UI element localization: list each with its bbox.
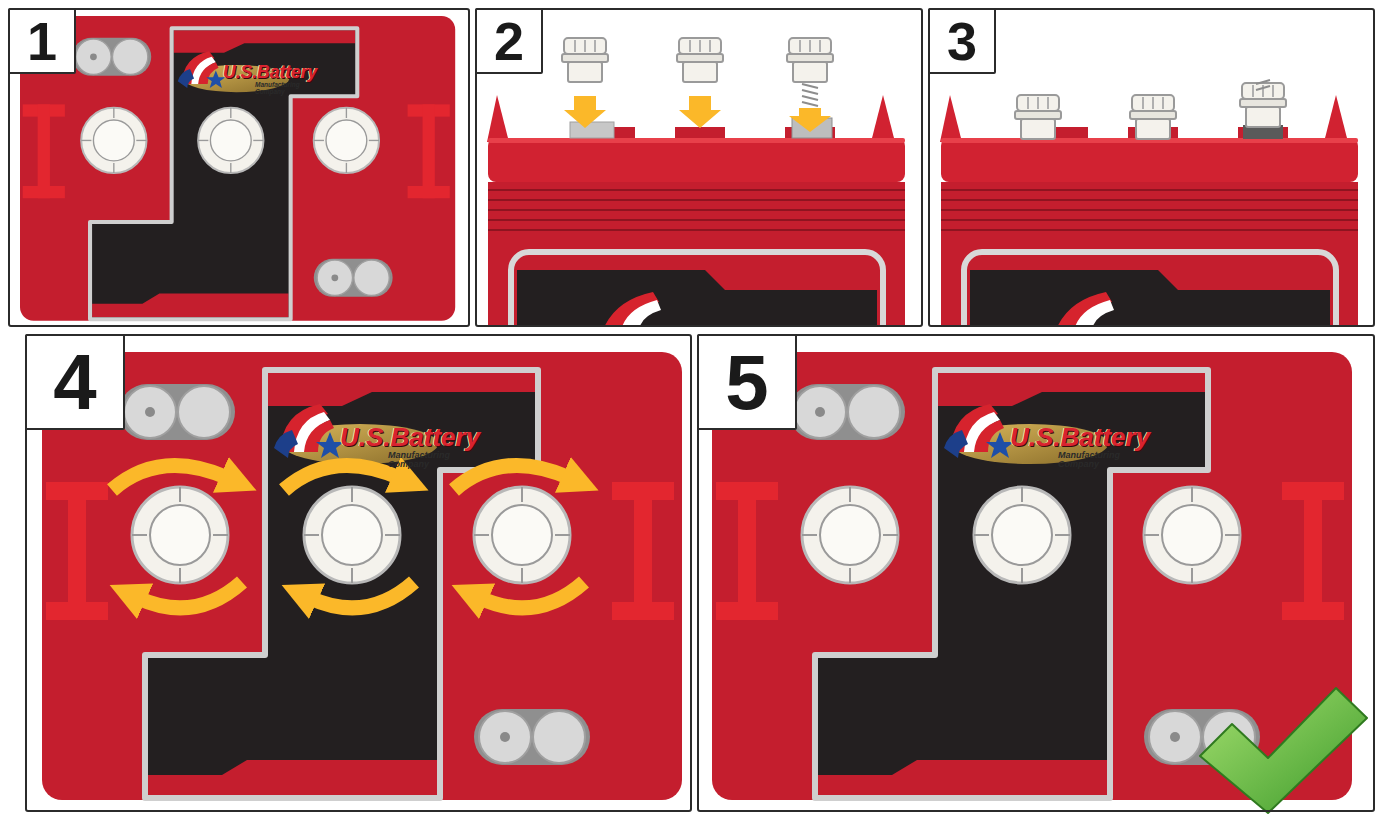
step-panel: 5 — [697, 334, 1375, 812]
brand-name: U.S.Battery — [223, 64, 317, 82]
step-number: 4 — [53, 343, 96, 421]
brand-subtitle: Manufacturing Company — [388, 451, 464, 470]
step-badge: 5 — [697, 334, 797, 430]
step-number: 5 — [725, 343, 768, 421]
step-badge: 1 — [8, 8, 76, 74]
side-view-open — [487, 38, 905, 325]
brand-name: U.S.Battery — [340, 424, 480, 450]
step-number: 1 — [27, 14, 57, 68]
step-panel: 4 — [25, 334, 692, 812]
brand-name: U.S.Battery — [1010, 424, 1150, 450]
brand-subtitle: Manufacturing Company — [1058, 451, 1134, 470]
step-badge: 3 — [928, 8, 996, 74]
step-number: 2 — [494, 14, 524, 68]
side-view-closed — [940, 80, 1358, 325]
step-number: 3 — [947, 14, 977, 68]
step-panel: 3 — [928, 8, 1375, 327]
twist-arrows — [112, 466, 584, 608]
brand-subtitle: Manufacturing Company — [255, 82, 307, 96]
check-mark — [1200, 688, 1367, 813]
step-badge: 4 — [25, 334, 125, 430]
step-panel: 1 — [8, 8, 470, 327]
step-badge: 2 — [475, 8, 543, 74]
step-panel: 2 — [475, 8, 923, 327]
